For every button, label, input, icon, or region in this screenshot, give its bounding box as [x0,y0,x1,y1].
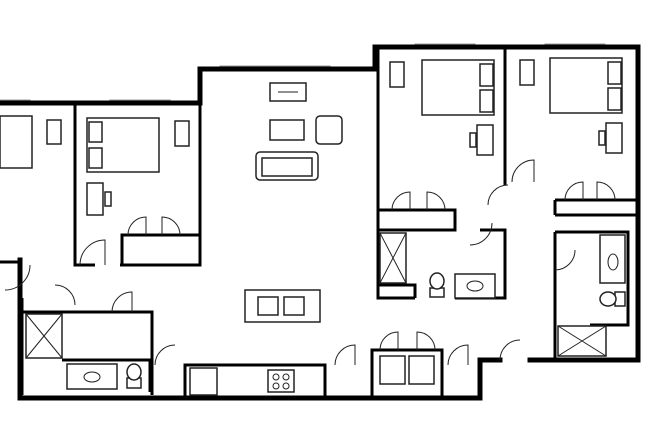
doors [4,159,616,366]
interior-walls [0,47,638,398]
living-furniture [189,82,435,396]
furniture [46,59,623,216]
beds [0,57,623,173]
exterior-wall [0,44,641,401]
bathroom-fixtures [25,232,626,390]
